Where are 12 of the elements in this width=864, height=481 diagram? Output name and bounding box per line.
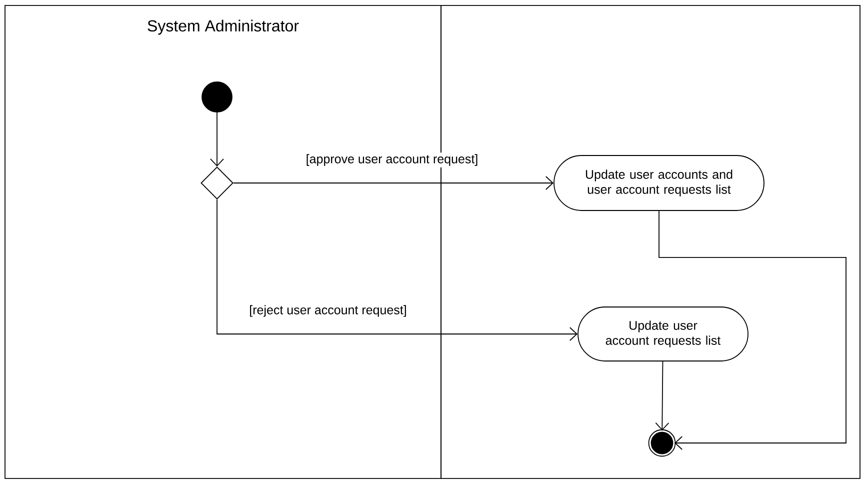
arrow	[210, 112, 224, 167]
action-box: Update user account requests list	[578, 306, 748, 362]
action-box: Update user accounts and user account requests list	[554, 155, 764, 211]
arrow	[658, 210, 846, 450]
edge-label: [reject user account request]	[248, 304, 408, 318]
arrow	[233, 176, 554, 190]
edge-label: [approve user account request]	[304, 152, 480, 168]
arrow	[216, 199, 578, 341]
start-node	[202, 82, 232, 112]
decision-diamond	[200, 166, 234, 200]
arrow	[655, 361, 670, 431]
end-node	[648, 429, 676, 457]
